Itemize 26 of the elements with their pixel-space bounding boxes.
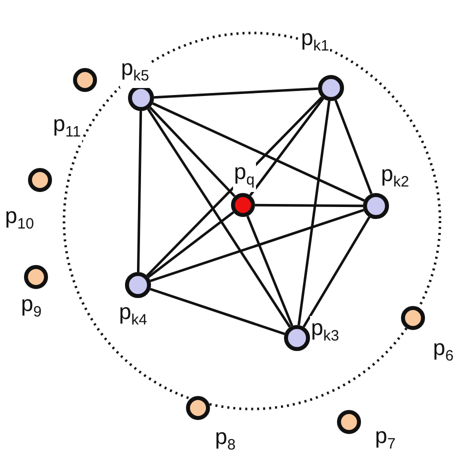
point-marker (28, 168, 52, 192)
point-marker (186, 396, 210, 420)
point-marker (125, 272, 151, 298)
connecting-line (255, 204, 363, 208)
connecting-line (334, 100, 373, 194)
point-marker (363, 193, 389, 219)
connecting-line (147, 108, 291, 328)
point-label: p$_{q}$ (233, 160, 256, 192)
connecting-line (149, 106, 236, 198)
connecting-line (154, 87, 318, 99)
connecting-line (150, 288, 286, 336)
connecting-line (246, 216, 294, 326)
point-marker (73, 68, 97, 92)
connecting-line (136, 110, 142, 272)
connecting-line (152, 102, 365, 202)
connecting-line (148, 211, 234, 278)
point-marker (24, 265, 48, 289)
connecting-line (150, 208, 364, 282)
connecting-line (302, 216, 370, 328)
point-marker (401, 306, 425, 330)
point-marker (284, 325, 310, 351)
connecting-line (249, 98, 324, 196)
point-marker (231, 193, 255, 217)
connecting-line (298, 100, 330, 326)
point-marker (337, 410, 361, 434)
point-marker (318, 75, 344, 101)
